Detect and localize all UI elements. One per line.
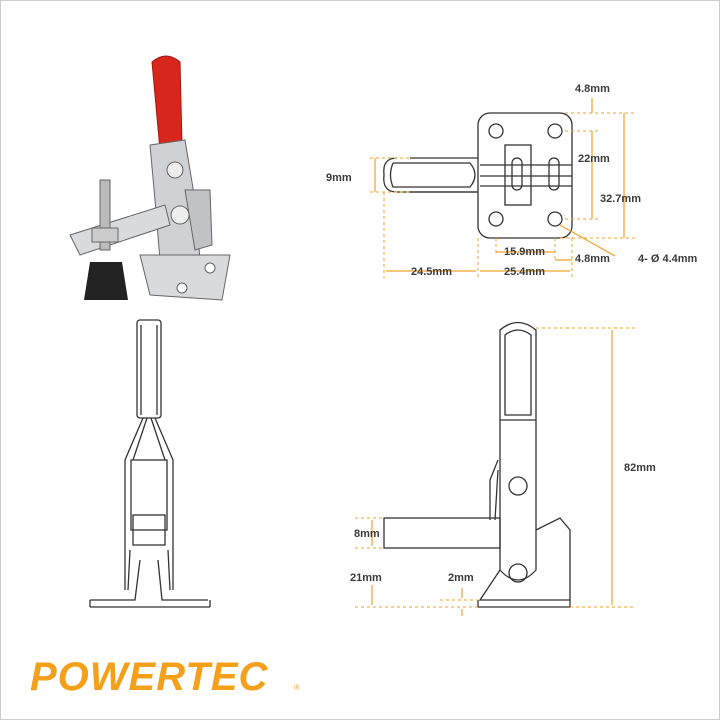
dim-handle-length: 24.5mm — [411, 266, 452, 278]
dim-top-margin: 4.8mm — [575, 83, 610, 95]
dim-plate-width: 25.4mm — [504, 266, 545, 278]
front-view-drawing — [89, 319, 211, 608]
red-handle-grip — [151, 55, 183, 151]
side-view-drawing — [383, 321, 571, 608]
dim-base-thickness: 2mm — [448, 572, 474, 584]
registered-mark: ® — [294, 683, 300, 692]
dim-handle-width: 9mm — [326, 172, 352, 184]
top-view-drawing — [383, 112, 573, 239]
dim-bar-height: 21mm — [350, 572, 382, 584]
top-view-dimension-lines — [370, 98, 635, 278]
dim-side-margin: 4.8mm — [575, 253, 610, 265]
dim-plate-height: 32.7mm — [600, 193, 641, 205]
spindle — [99, 179, 111, 251]
clamp-base — [139, 254, 231, 301]
dim-hole-spacing-horizontal: 15.9mm — [504, 246, 545, 258]
product-photo — [69, 55, 231, 301]
dim-overall-height: 82mm — [624, 462, 656, 474]
dim-hole-spacing-vertical: 22mm — [578, 153, 610, 165]
clamp-arm — [69, 204, 171, 256]
dim-bar-thickness: 8mm — [354, 528, 380, 540]
dim-mounting-holes: 4- Ø 4.4mm — [638, 253, 698, 265]
powertec-logo: POWERTEC ® — [30, 655, 300, 699]
rubber-tip — [84, 262, 128, 300]
side-view-dimension-lines — [355, 327, 635, 616]
brand-name: POWERTEC — [30, 655, 269, 699]
